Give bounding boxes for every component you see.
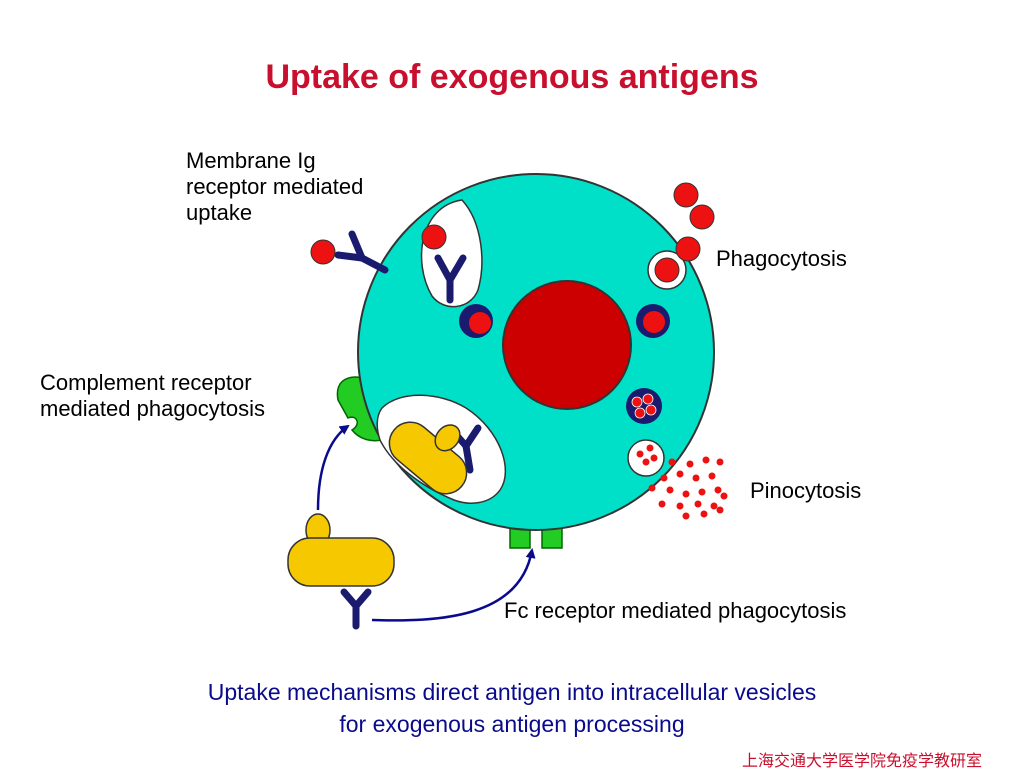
opsonized-particle — [388, 421, 468, 495]
pinocytosis-vesicle — [627, 439, 665, 477]
label-complement: Complement receptor mediated phagocytosi… — [40, 370, 266, 421]
antigen — [421, 224, 447, 250]
complement-receptor — [336, 376, 383, 442]
footer-credit: 上海交通大学医学院免疫学教研室 — [741, 751, 982, 770]
label-membrane-ig: Membrane Ig receptor mediated uptake — [186, 148, 364, 225]
label-fc-receptor: Fc receptor mediated phagocytosis — [504, 598, 847, 623]
opsonized-particle — [287, 513, 395, 587]
antigen — [673, 182, 699, 208]
membrane-ig-antibody — [434, 254, 467, 304]
arrow-to-fc-receptor — [371, 548, 536, 622]
endosome-antigen-cluster — [631, 393, 657, 419]
endosome — [626, 388, 662, 424]
opsonizing-antibody — [340, 588, 372, 630]
antigen — [675, 236, 701, 262]
label-pinocytosis: Pinocytosis — [750, 478, 862, 503]
membrane-ig-antibody — [334, 230, 389, 274]
arrow-to-complement-receptor — [316, 424, 350, 511]
antigen — [689, 204, 715, 230]
pinocytosis-droplets — [636, 444, 728, 520]
antigen — [654, 257, 680, 283]
nucleus — [502, 280, 632, 410]
endosome-antigen — [643, 311, 665, 333]
caption: Uptake mechanisms direct antigen into in… — [207, 679, 817, 737]
antigen — [310, 239, 336, 265]
label-phagocytosis: Phagocytosis — [716, 246, 847, 271]
endosome-antigen — [469, 312, 491, 334]
page-title: Uptake of exogenous antigens — [265, 58, 759, 96]
